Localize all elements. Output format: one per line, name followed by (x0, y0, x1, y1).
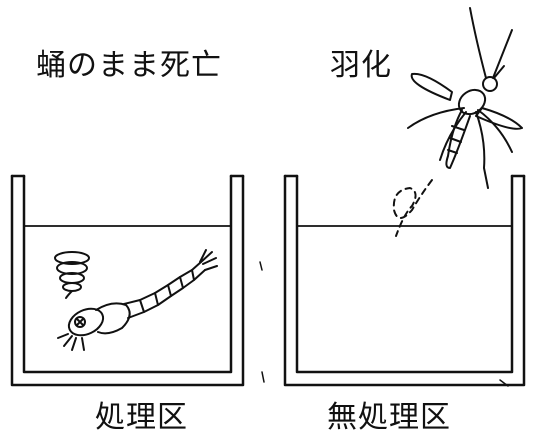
dead-pupa-icon (57, 249, 218, 351)
untreated-container (283, 174, 526, 387)
mosquito-icon (407, 7, 523, 189)
untreated-area-label: 無処理区 (327, 400, 451, 435)
spiral-icon (54, 251, 90, 299)
untreated-result-label: 羽化 (330, 48, 392, 83)
flight-path-icon (392, 179, 433, 237)
treated-result-label: 蛹のまま死亡 (36, 48, 222, 83)
treated-area-label: 処理区 (95, 400, 188, 435)
treated-container (10, 174, 245, 387)
